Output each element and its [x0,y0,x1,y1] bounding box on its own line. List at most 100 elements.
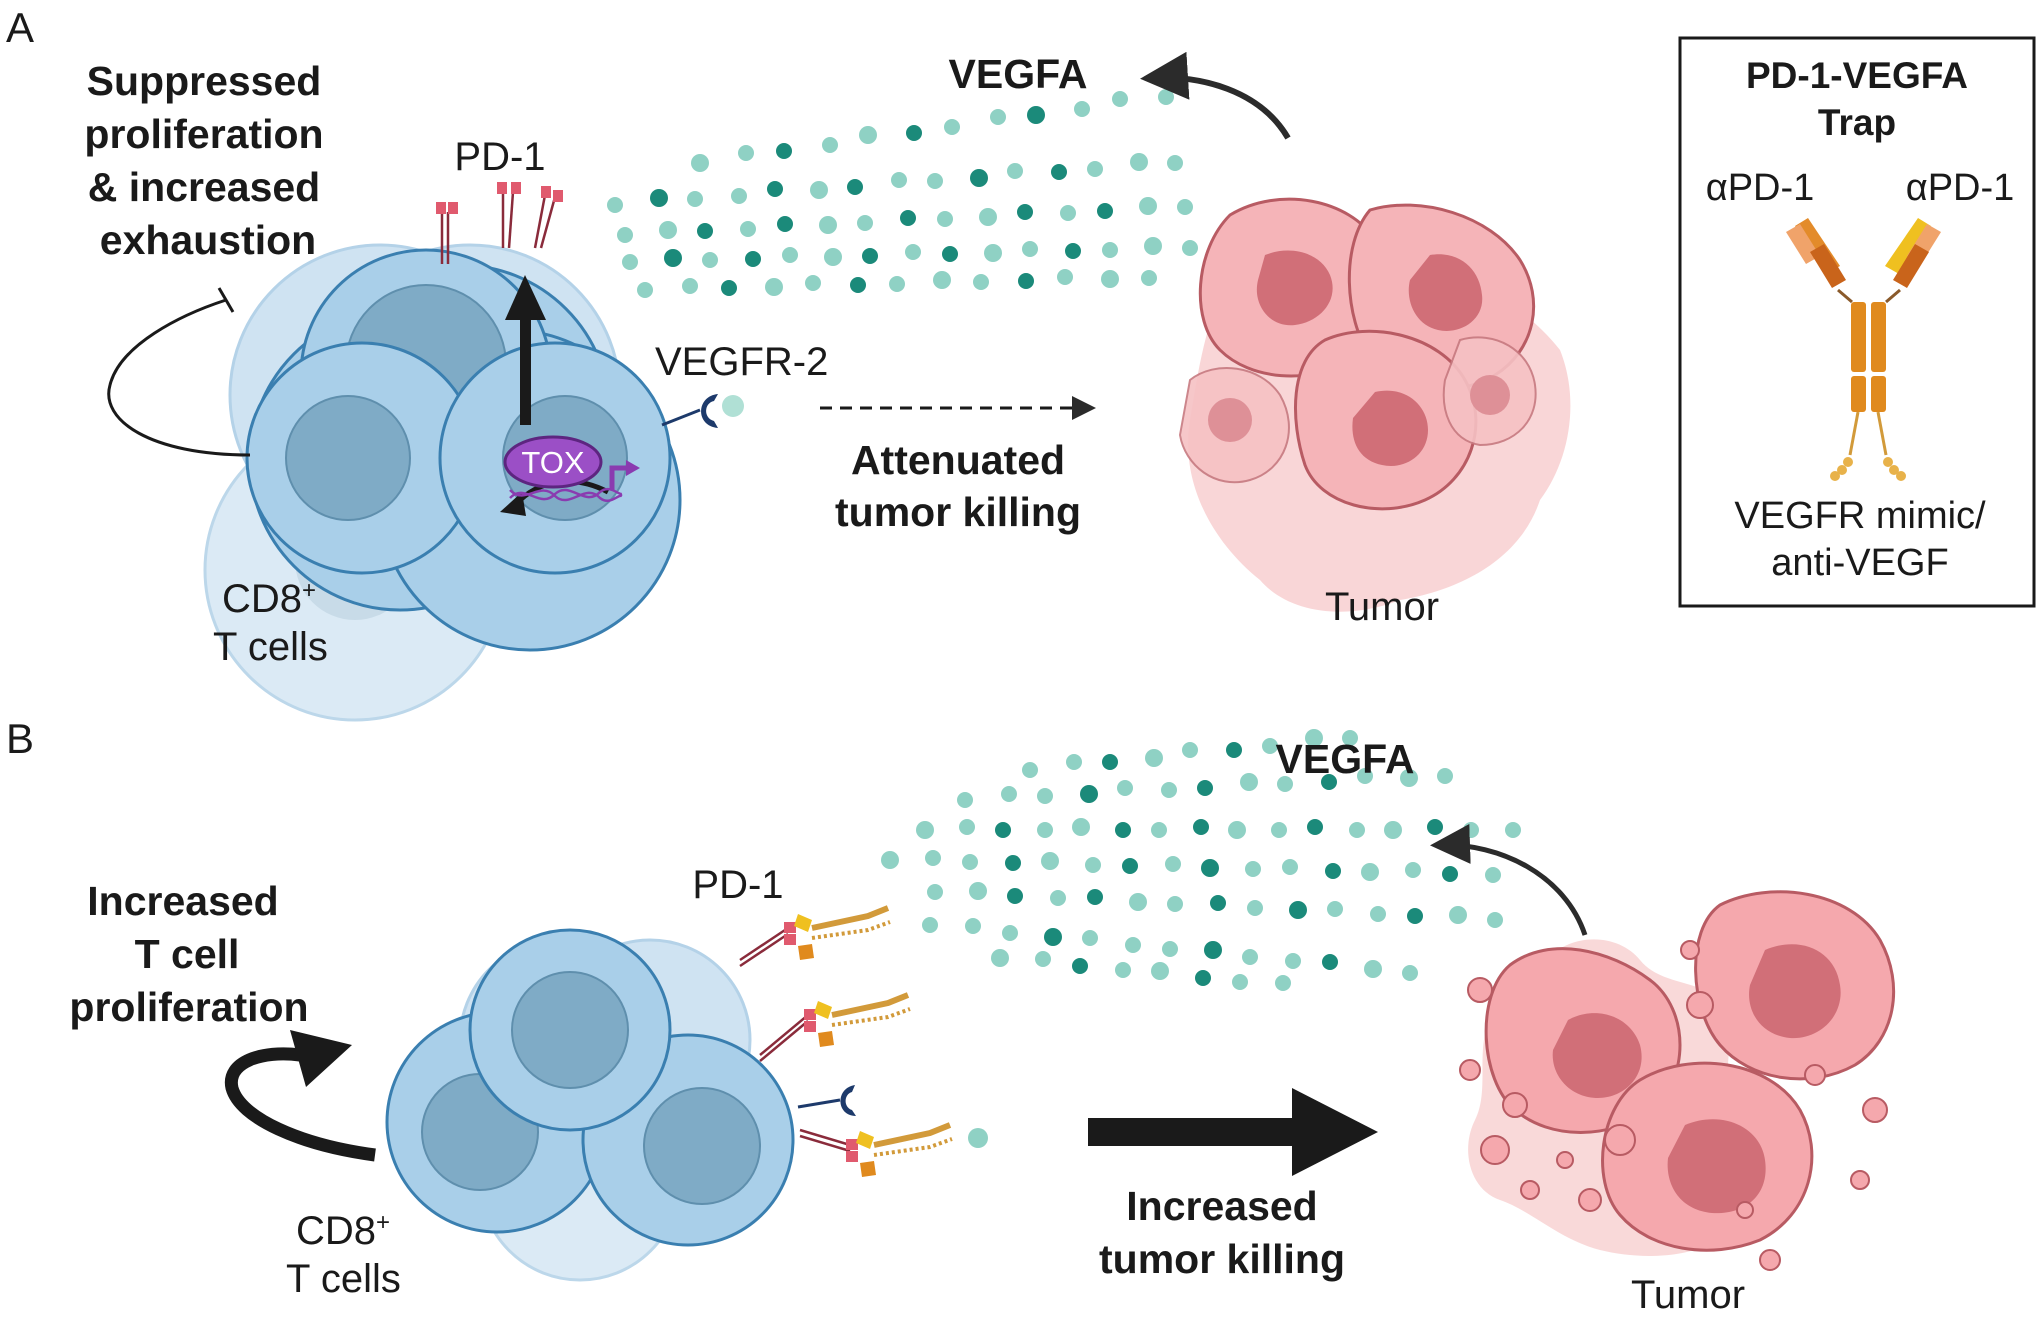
vegfr2-receptor [661,394,744,428]
pd1-receptors-a [436,182,563,264]
tumor-bleb [1850,1170,1870,1190]
vegfa-molecule [933,271,951,289]
vegfa-molecule [738,145,754,161]
vegfa-molecule [1228,821,1246,839]
vegfa-molecule [1151,822,1167,838]
vegfa-molecule [1005,855,1021,871]
cells-label-a: CD8+ T cells [213,577,328,669]
vegfa-molecule [1129,893,1147,911]
vegfa-molecule [1167,155,1183,171]
vegfa-molecule [1080,785,1098,803]
cells-label-a-cd8: CD8+ [222,577,316,621]
vegfa-molecule [1115,962,1131,978]
vegfa-molecule [819,216,837,234]
vegfa-molecule [1102,242,1118,258]
effect-label-a-1: Attenuated [851,437,1065,483]
tumor-bleb [1480,1135,1510,1165]
proliferation-arrow [224,1030,376,1162]
vegfa-molecule [1066,754,1082,770]
effect-label-b-2: tumor killing [1099,1236,1345,1282]
vegfa-molecule [1130,153,1148,171]
vegfa-molecule [927,884,943,900]
vegfa-molecule [1072,958,1088,974]
trap-footer-1: VEGFR mimic/ [1734,495,1986,537]
vegfa-molecule [1405,862,1421,878]
vegfa-molecule [1044,928,1062,946]
vegfa-molecule [1041,852,1059,870]
vegfa-molecule [702,252,718,268]
t-cell-cluster-b [385,928,795,1282]
vegfa-molecule [1402,965,1418,981]
vegfa-molecule [824,248,842,266]
vegfa-molecule [1144,237,1162,255]
vegfa-molecule [1035,951,1051,967]
vegfa-molecule [1325,863,1341,879]
vegfa-label-b: VEGFA [1276,736,1415,782]
vegfa-molecule [1407,908,1423,924]
vegfa-molecule [731,188,747,204]
pd1-vegfa-trap-box: PD-1-VEGFA Trap αPD-1 αPD-1 VEGFR mimic/ [1678,36,2036,608]
vegfa-molecule [822,137,838,153]
tumor-bleb [1680,940,1700,960]
vegfa-molecule [1285,953,1301,969]
vegfa-molecule [905,244,921,260]
vegfa-molecule [1427,819,1443,835]
vegfa-molecule [607,197,623,213]
vegfa-molecule [1022,762,1038,778]
tox-transcription-factor: TOX [500,435,640,516]
vegfa-molecule [1364,960,1382,978]
vegfa-release-arrow-a [1140,51,1291,140]
vegfa-molecule [637,282,653,298]
vegfa-molecule [1087,161,1103,177]
vegfa-molecule [944,119,960,135]
side-label-b-3: proliferation [69,984,308,1030]
vegfa-molecule [1247,900,1263,916]
pd1-label-a: PD-1 [454,135,545,179]
vegfa-molecule [1007,888,1023,904]
vegfa-molecule [1018,273,1034,289]
vegfa-molecule [1060,205,1076,221]
vegfa-molecule [1097,203,1113,219]
vegfa-molecule [1139,197,1157,215]
vegfr2-label: VEGFR-2 [655,340,828,384]
vegfa-molecule [1240,773,1258,791]
vegfa-molecule [1342,730,1358,746]
vegfa-molecule [1204,941,1222,959]
vegfa-molecule [1125,937,1141,953]
vegfa-molecule [1151,962,1169,980]
vegfa-molecule [1275,975,1291,991]
trap-footer-2: anti-VEGF [1771,542,1948,584]
effect-label-b-1: Increased [1126,1183,1317,1229]
vegfa-molecule [922,917,938,933]
vegfa-molecule [1226,742,1242,758]
vegfa-molecule [1037,822,1053,838]
vegfa-molecule [1117,780,1133,796]
tumor-bleb [1502,1092,1528,1118]
side-label-b-2: T cell [135,931,240,977]
vegfa-molecule [925,850,941,866]
vegfa-molecule [1085,857,1101,873]
vegfa-molecule [859,126,877,144]
vegfa-molecule [1210,895,1226,911]
vegfa-molecule [1262,738,1278,754]
vegfa-molecule [1282,859,1298,875]
vegfa-molecule [1051,164,1067,180]
tumor-a [1178,197,1571,612]
vegfa-molecule [1065,243,1081,259]
vegfa-molecule [721,280,737,296]
inhibition-loop [107,298,251,457]
vegfa-molecule [1082,930,1098,946]
vegfa-molecule [1271,822,1287,838]
vegfa-molecule [1182,240,1198,256]
vegfa-label-a: VEGFA [949,51,1088,97]
vegfa-molecule [995,822,1011,838]
tumor-bleb [1686,991,1714,1019]
tumor-b [1459,890,1896,1271]
vegfa-molecule [927,173,943,189]
tumor-bleb [1804,1064,1826,1086]
trap-title-2: Trap [1818,102,1896,143]
tumor-bleb [1862,1097,1888,1123]
vegfa-molecule [881,851,899,869]
vegfa-molecule [1193,819,1209,835]
